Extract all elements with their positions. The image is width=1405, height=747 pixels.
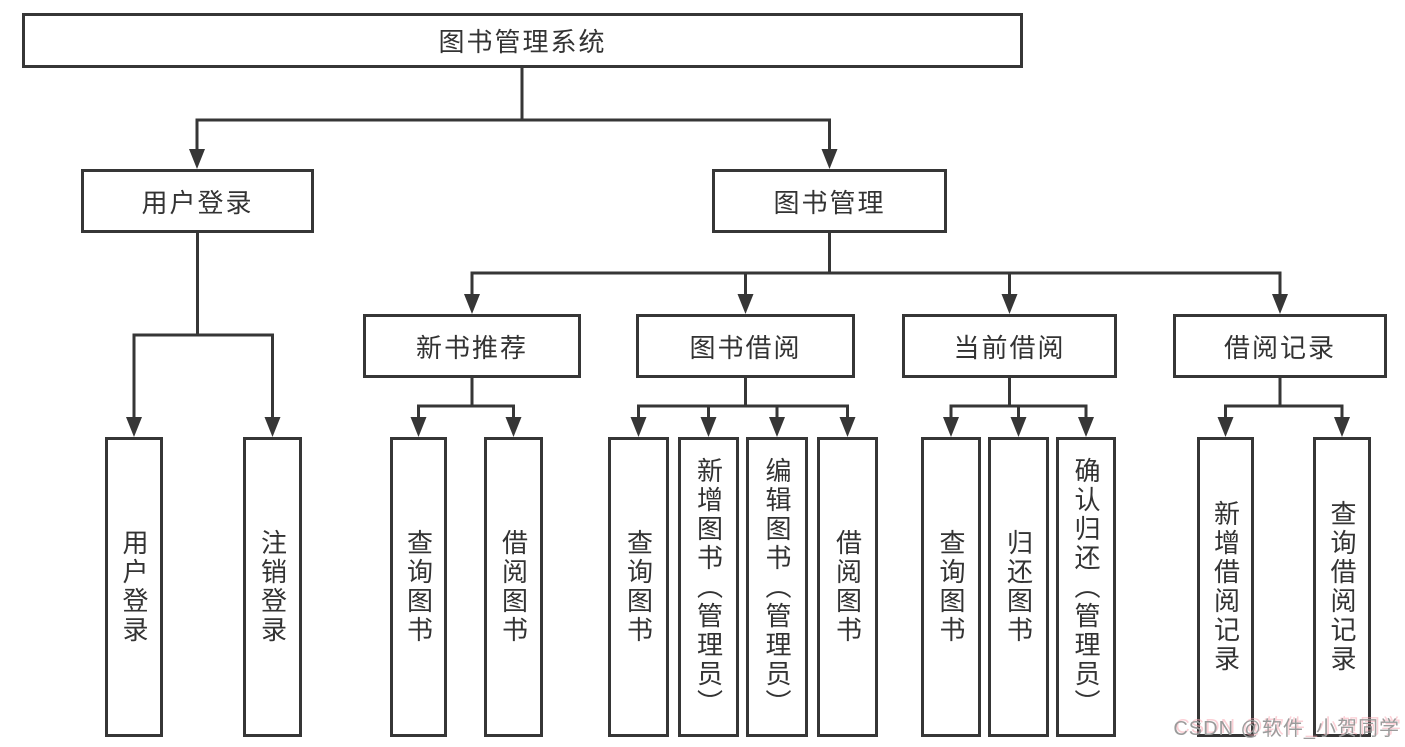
node-book-management: 图书管理 <box>712 169 947 233</box>
node-book-management-label: 图书管理 <box>773 187 886 218</box>
leaf-user-login: 用户登录 <box>105 437 163 737</box>
node-current-borrowing: 当前借阅 <box>902 314 1117 378</box>
node-new-book-recommend-label: 新书推荐 <box>415 332 528 363</box>
leaf-current-return-book-label: 归还图书 <box>1003 529 1034 645</box>
leaf-borrowing-query-book: 查询图书 <box>608 437 669 737</box>
leaf-records-add-record-label: 新增借阅记录 <box>1210 500 1241 674</box>
leaf-logout: 注销登录 <box>243 437 302 737</box>
leaf-current-query-book: 查询图书 <box>921 437 981 737</box>
leaf-borrowing-add-book-admin: 新增图书（管理员） <box>678 437 739 737</box>
leaf-borrowing-add-book-admin-label: 新增图书（管理员） <box>693 456 724 718</box>
node-root-label: 图书管理系统 <box>438 27 607 57</box>
node-new-book-recommend: 新书推荐 <box>363 314 581 378</box>
leaf-borrowing-edit-book-admin: 编辑图书（管理员） <box>746 437 808 737</box>
node-user-login: 用户登录 <box>81 169 314 233</box>
leaf-current-confirm-return-admin: 确认归还（管理员） <box>1056 437 1116 737</box>
leaf-records-add-record: 新增借阅记录 <box>1197 437 1254 737</box>
leaf-logout-label: 注销登录 <box>257 529 288 645</box>
leaf-records-query-record-label: 查询借阅记录 <box>1327 500 1357 674</box>
leaf-user-login-label: 用户登录 <box>119 529 149 645</box>
csdn-watermark: CSDN @软件_小贺同学 <box>1173 718 1400 740</box>
node-user-login-label: 用户登录 <box>141 187 254 218</box>
node-borrowing-records: 借阅记录 <box>1173 314 1387 378</box>
node-current-borrowing-label: 当前借阅 <box>953 332 1066 363</box>
leaf-current-confirm-return-admin-label: 确认归还（管理员） <box>1071 456 1101 718</box>
node-book-borrowing-label: 图书借阅 <box>689 332 802 363</box>
leaf-borrowing-query-book-label: 查询图书 <box>623 529 654 645</box>
leaf-newbook-query-book: 查询图书 <box>390 437 447 737</box>
leaf-newbook-borrow-book-label: 借阅图书 <box>498 529 529 645</box>
leaf-newbook-borrow-book: 借阅图书 <box>484 437 543 737</box>
leaf-current-return-book: 归还图书 <box>988 437 1049 737</box>
leaf-borrowing-edit-book-admin-label: 编辑图书（管理员） <box>762 456 792 718</box>
node-borrowing-records-label: 借阅记录 <box>1223 332 1336 363</box>
node-book-borrowing: 图书借阅 <box>636 314 855 378</box>
leaf-records-query-record: 查询借阅记录 <box>1313 437 1371 737</box>
leaf-current-query-book-label: 查询图书 <box>936 529 966 645</box>
leaf-borrowing-borrow-book: 借阅图书 <box>817 437 878 737</box>
leaf-newbook-query-book-label: 查询图书 <box>403 529 434 645</box>
leaf-borrowing-borrow-book-label: 借阅图书 <box>832 529 863 645</box>
node-root-system: 图书管理系统 <box>22 13 1023 68</box>
